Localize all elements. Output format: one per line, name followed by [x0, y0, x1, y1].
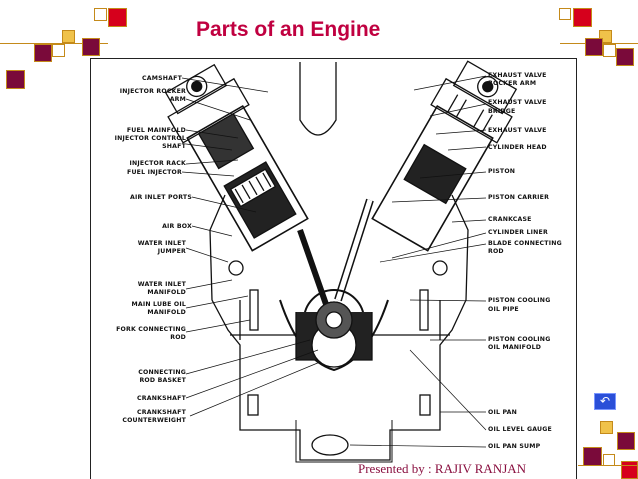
- label-water-inlet: WATER INLET: [137, 240, 186, 247]
- top-left-decor-line: [0, 43, 108, 44]
- label-piston-carrier: PISTON CARRIER: [488, 194, 550, 201]
- decor-square: [573, 8, 592, 27]
- label-fork-connecting: FORK CONNECTING: [116, 326, 186, 333]
- label-connecting: CONNECTING: [138, 369, 186, 376]
- label-manifold-2: MANIFOLD: [147, 309, 186, 316]
- decor-square: [108, 8, 127, 27]
- bottom-right-decor-line: [578, 465, 638, 466]
- label-blade-connecting: BLADE CONNECTING: [488, 240, 562, 247]
- label-oil-manifold: OIL MANIFOLD: [488, 344, 542, 351]
- label-bridge: BRIDGE: [488, 108, 516, 115]
- presenter-footer: Presented by : RAJIV RANJAN: [358, 461, 527, 476]
- label-oil-pipe: OIL PIPE: [488, 306, 519, 313]
- label-air-box: AIR BOX: [162, 223, 192, 230]
- decor-square: [6, 70, 25, 89]
- label-fuel-mainfold: FUEL MAINFOLD: [126, 127, 186, 134]
- label-manifold: MANIFOLD: [147, 289, 186, 296]
- label-rocker-arm: ROCKER ARM: [488, 80, 537, 87]
- label-injector-rack: INJECTOR RACK: [129, 160, 186, 167]
- label-main-lube-oil: MAIN LUBE OIL: [131, 301, 186, 308]
- label-crankcase: CRANKCASE: [488, 216, 532, 223]
- return-icon[interactable]: ↶: [594, 393, 616, 410]
- label-fuel-injector: FUEL INJECTOR: [127, 169, 182, 176]
- label-rod-basket: ROD BASKET: [139, 377, 186, 384]
- label-piston: PISTON: [488, 168, 516, 175]
- label-counterweight: COUNTERWEIGHT: [122, 417, 186, 424]
- label-jumper: JUMPER: [157, 248, 186, 255]
- label-camshaft: CAMSHAFT: [142, 75, 182, 82]
- label-arm: ARM: [169, 96, 186, 103]
- decor-square: [603, 44, 616, 57]
- decor-square: [82, 38, 100, 56]
- label-crankshaft: CRANKSHAFT: [137, 395, 186, 402]
- label-exhaust-valve-2: EXHAUST VALVE: [488, 99, 547, 106]
- decor-square: [600, 421, 613, 434]
- label-cylinder-liner: CYLINDER LINER: [488, 229, 548, 236]
- slide-title: Parts of an Engine: [196, 18, 381, 41]
- decor-square: [62, 30, 75, 43]
- decor-square: [52, 44, 65, 57]
- label-rod-right: ROD: [488, 248, 504, 255]
- label-rod: ROD: [170, 334, 186, 341]
- label-cylinder-head: CYLINDER HEAD: [488, 144, 547, 151]
- label-oil-level-gauge: OIL LEVEL GAUGE: [488, 426, 552, 433]
- label-oil-pan-sump: OIL PAN SUMP: [488, 443, 541, 450]
- label-injector-rocker: INJECTOR ROCKER: [119, 88, 186, 95]
- label-crankshaft-2: CRANKSHAFT: [137, 409, 186, 416]
- decor-square: [94, 8, 107, 21]
- decor-square: [617, 432, 635, 450]
- decor-square: [34, 44, 52, 62]
- label-exhaust-valve: EXHAUST VALVE: [488, 72, 547, 79]
- label-air-inlet-ports: AIR INLET PORTS: [130, 194, 192, 201]
- label-shaft: SHAFT: [162, 143, 186, 150]
- label-oil-pan: OIL PAN: [488, 409, 517, 416]
- diagram-frame: [90, 58, 577, 479]
- label-exhaust-valve-3: EXHAUST VALVE: [488, 127, 547, 134]
- decor-square: [559, 8, 571, 20]
- label-piston-cooling-2: PISTON COOLING: [488, 336, 551, 343]
- decor-square: [585, 38, 603, 56]
- label-water-inlet-2: WATER INLET: [137, 281, 186, 288]
- label-injector-control: INJECTOR CONTROL: [114, 135, 186, 142]
- label-piston-cooling: PISTON COOLING: [488, 297, 551, 304]
- decor-square: [616, 48, 634, 66]
